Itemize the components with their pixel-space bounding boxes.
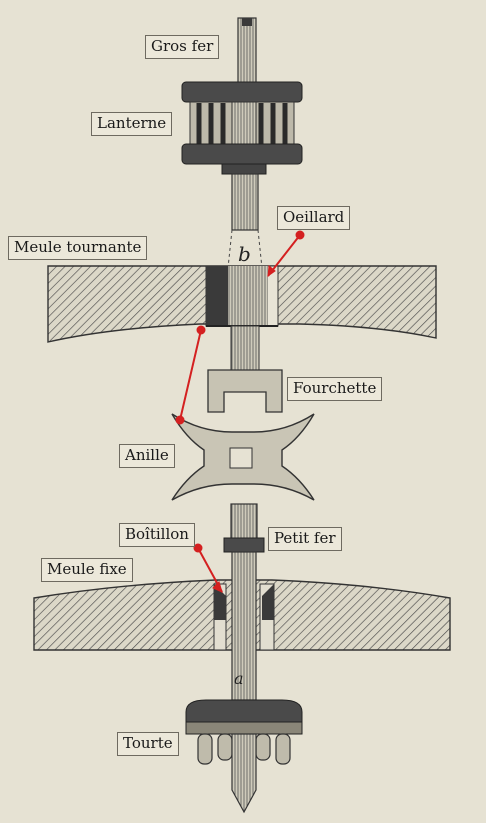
pointer-lines	[175, 230, 305, 593]
label-anille: Anille	[119, 444, 175, 468]
lanterne-gear	[181, 81, 303, 175]
label-tourte: Tourte	[117, 732, 179, 756]
fourchette-fork	[207, 325, 283, 413]
label-meule-fixe: Meule fixe	[41, 558, 133, 582]
anille-rynd	[171, 413, 315, 501]
upper-shaft: b	[227, 173, 263, 269]
label-gros-fer: Gros fer	[145, 35, 220, 59]
tourte-foot	[185, 699, 303, 814]
letter-b: b	[238, 242, 251, 266]
anille-pointer	[179, 329, 202, 421]
meule-tournante-stone	[47, 265, 437, 343]
petit-fer-spindle	[223, 503, 265, 553]
label-oeillard: Oeillard	[277, 206, 351, 230]
gros-fer-spindle	[237, 17, 257, 89]
lower-shaft: a	[231, 551, 257, 701]
label-boitillon: Boîtillon	[119, 523, 195, 547]
label-lanterne: Lanterne	[91, 112, 173, 136]
label-fourchette: Fourchette	[287, 377, 383, 401]
label-petit-fer: Petit fer	[268, 527, 342, 551]
label-meule-tournante: Meule tournante	[8, 236, 148, 260]
letter-a: a	[234, 669, 244, 688]
